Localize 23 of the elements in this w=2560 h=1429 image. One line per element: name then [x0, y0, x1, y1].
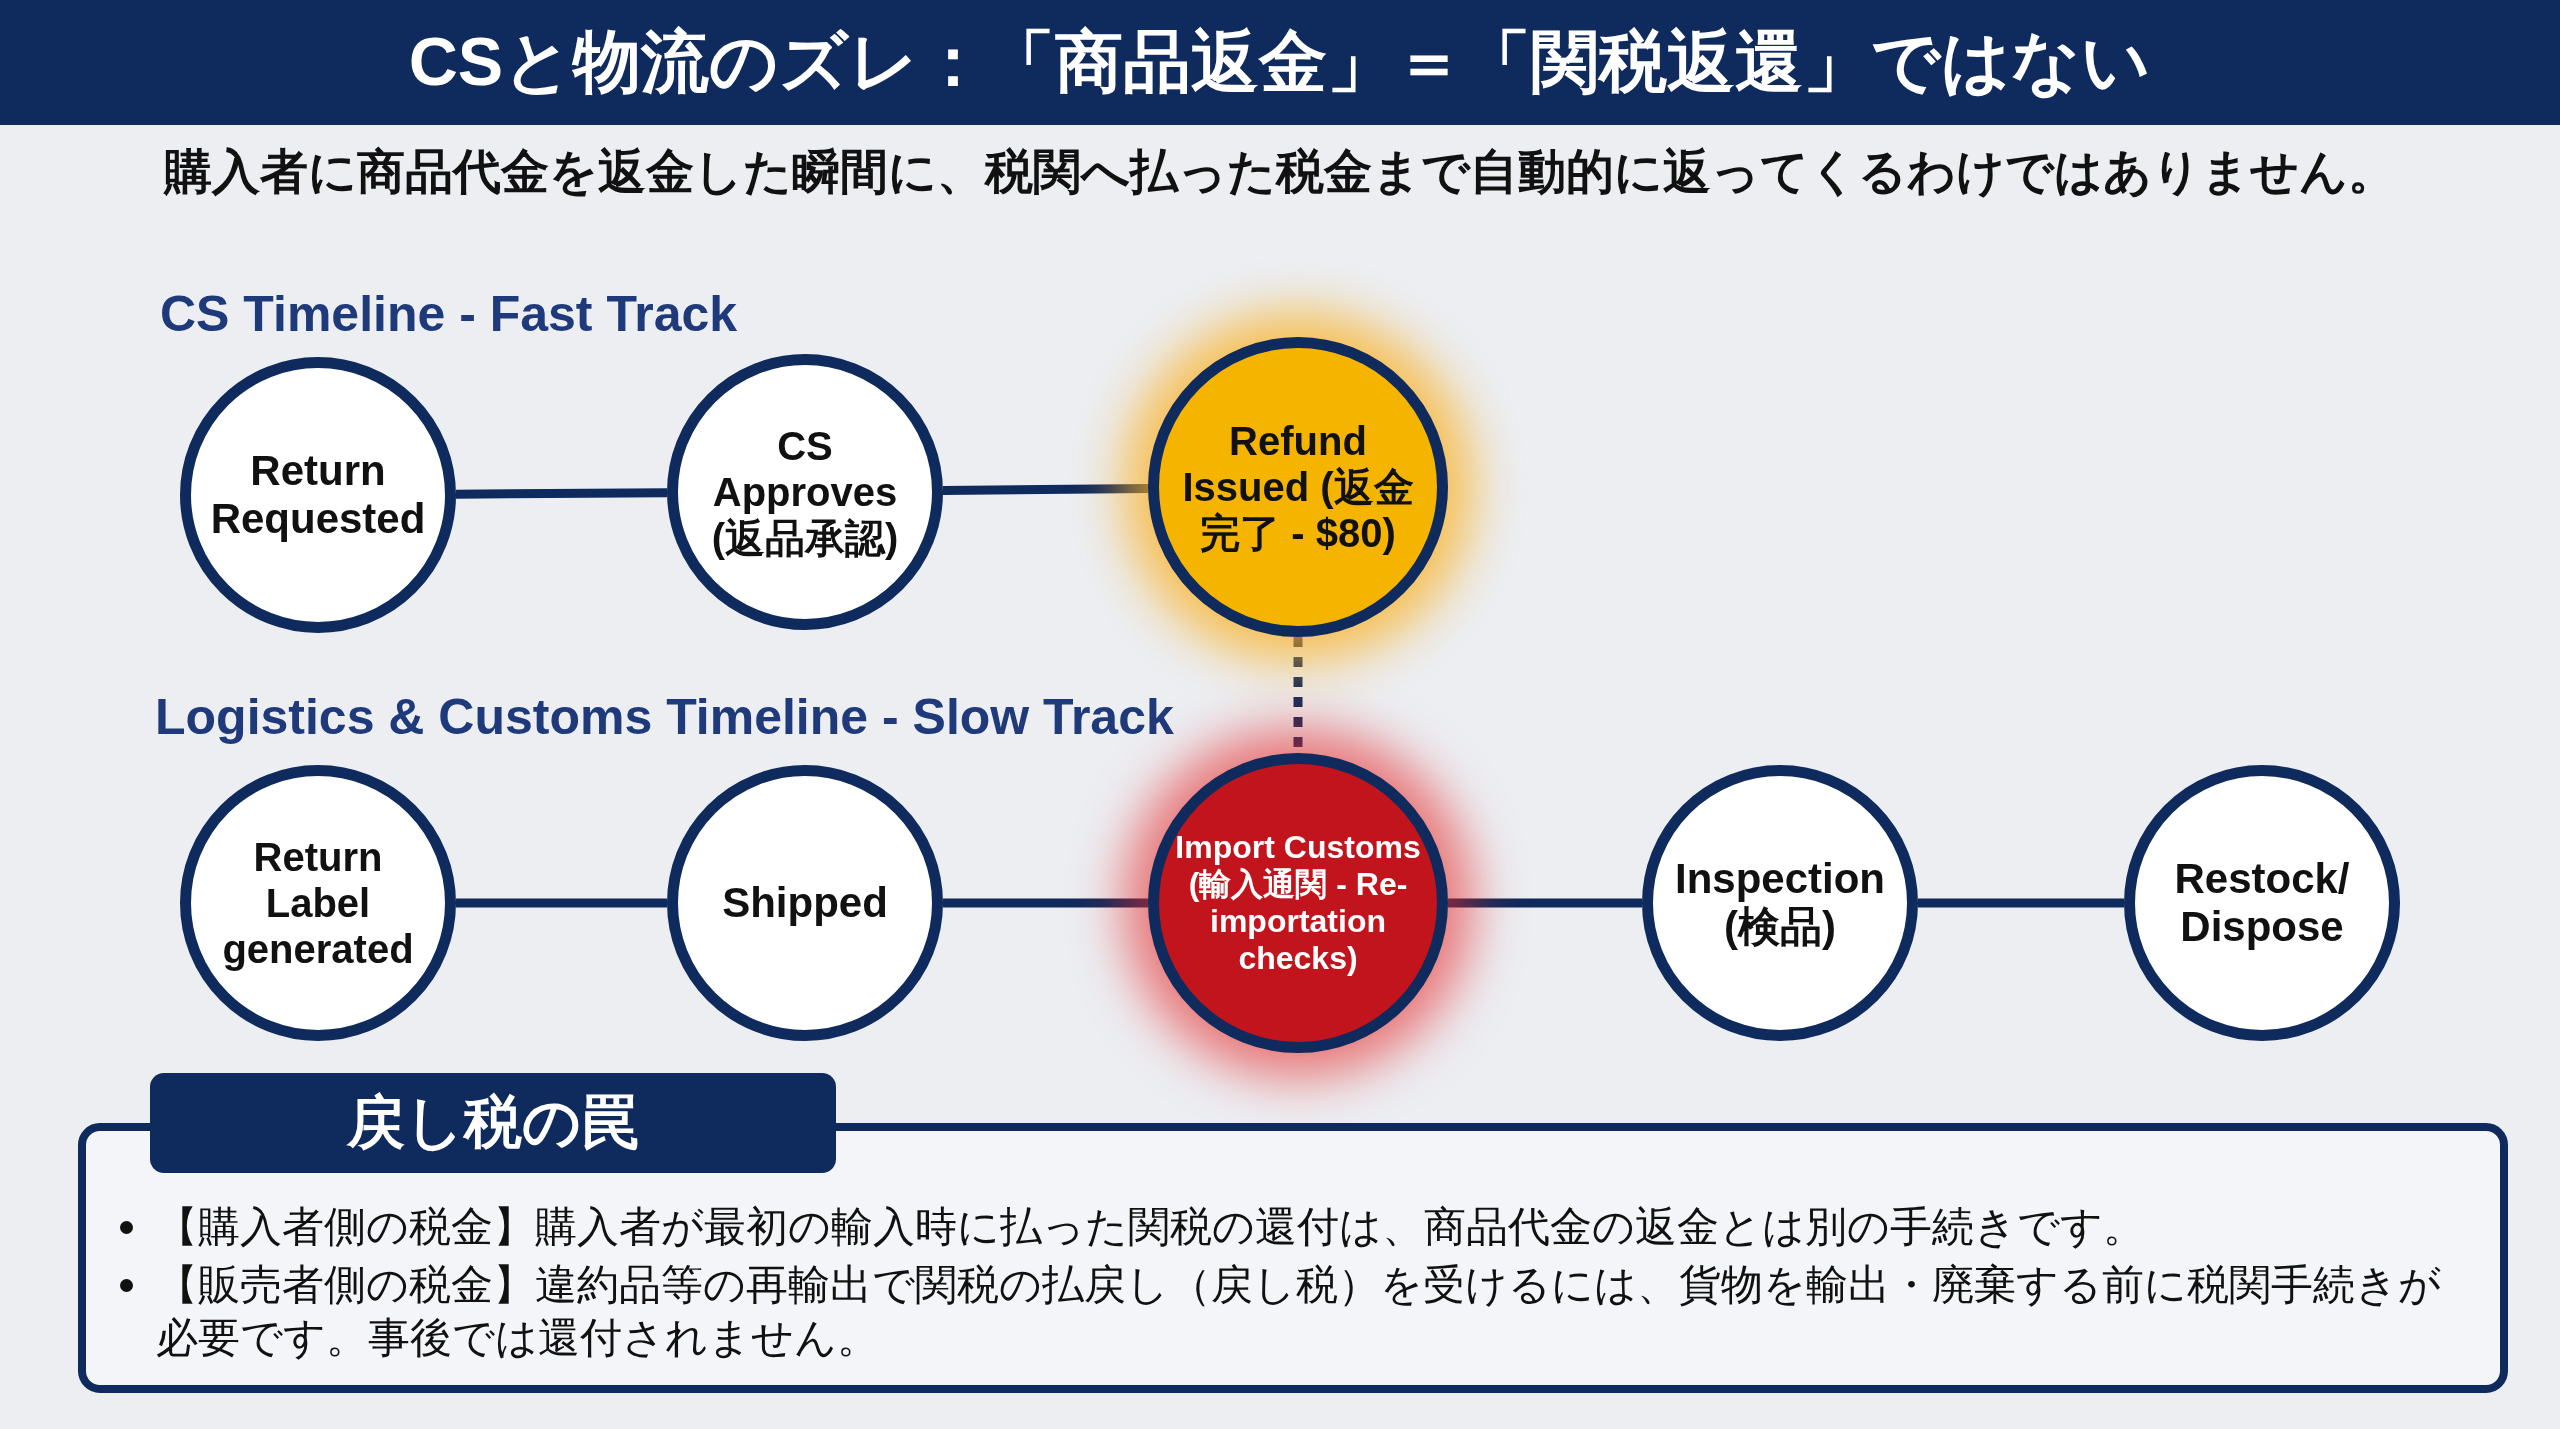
- circle-label: Return Requested: [209, 446, 427, 544]
- connector-line: [455, 488, 668, 499]
- section-heading: CS Timeline - Fast Track: [160, 285, 738, 343]
- connector-line: [1448, 898, 1642, 908]
- section-heading: Logistics & Customs Timeline - Slow Track: [155, 688, 1174, 746]
- connector-line: [1918, 898, 2124, 908]
- connector-line: [456, 898, 667, 908]
- circle-label: Shipped: [721, 878, 889, 928]
- milestone-circle: [1148, 337, 1448, 637]
- subtitle-text: 購入者に商品代金を返金した瞬間に、税関へ払った税金まで自動的に返ってくるわけではありません。: [162, 144, 2397, 200]
- title-text: CSと物流のズレ：「商品返金」＝「関税返還」ではない: [0, 0, 2560, 125]
- connector-line: [942, 484, 1149, 496]
- circle-label: Inspection (検品): [1674, 854, 1886, 952]
- milestone-circle: [1148, 753, 1448, 1053]
- circle-label: Import Customs (輸入通関 - Re-importation checks): [1174, 829, 1422, 977]
- bullet-text: 【販売者側の税金】違約品等の再輸出で関税の払戻し（戻し税）を受けるには、貨物を輸出・廃棄する前に税関手続きが必要です。事後では還付されません。: [156, 1260, 2442, 1363]
- connector-line: [943, 898, 1148, 908]
- circle-label: Refund Issued (返金完了 - $80): [1181, 418, 1415, 556]
- circle-label: Restock/ Dispose: [2173, 854, 2351, 952]
- heading-tab: 戻し税の罠: [150, 1073, 836, 1173]
- circle-label: Return Label generated: [221, 834, 415, 972]
- circle-label: CS Approves (返品承認): [710, 423, 900, 561]
- bullet-text: 【購入者側の税金】購入者が最初の輸入時に払った関税の還付は、商品代金の返金とは別の手続きです。: [156, 1202, 2146, 1252]
